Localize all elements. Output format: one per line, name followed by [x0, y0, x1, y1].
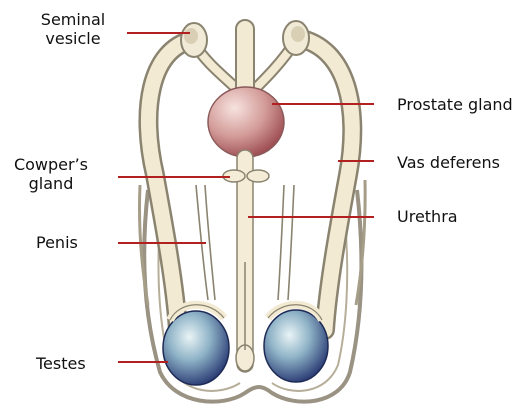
label-cowpers-gland: Cowper’s gland: [8, 155, 94, 193]
label-cowpers-gland-line-2: gland: [8, 174, 94, 193]
label-vas-deferens: Vas deferens: [397, 153, 500, 172]
penis-line-right-1: [278, 185, 284, 300]
label-urethra: Urethra: [397, 207, 458, 226]
label-testes: Testes: [36, 354, 86, 373]
vas-deferens-right-fill: [298, 38, 352, 330]
label-cowpers-gland-line-1: Cowper’s: [8, 155, 94, 174]
cowpers-gland-right: [247, 170, 269, 182]
penis-line-right-2: [288, 185, 294, 300]
label-penis: Penis: [36, 233, 78, 252]
label-seminal-vesicle: Seminal vesicle: [30, 10, 116, 48]
label-seminal-vesicle-line-2: vesicle: [30, 29, 116, 48]
prostate-gland-shape: [208, 87, 284, 157]
label-prostate-gland: Prostate gland: [397, 95, 513, 114]
label-seminal-vesicle-line-1: Seminal: [30, 10, 116, 29]
vas-deferens-left-fill: [148, 40, 192, 330]
testis-left: [163, 311, 229, 385]
